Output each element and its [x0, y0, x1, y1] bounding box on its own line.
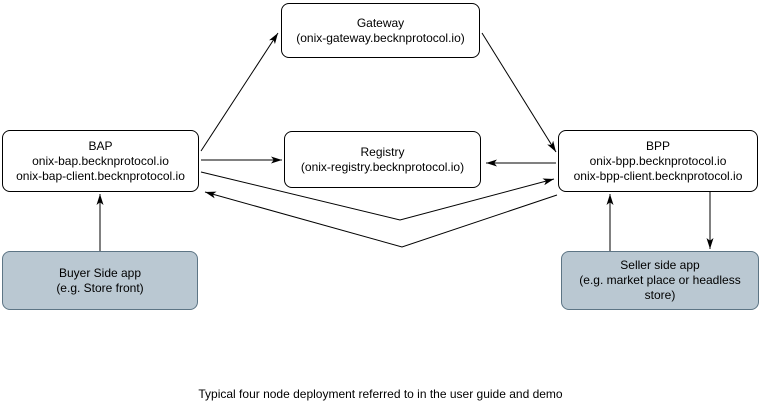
node-gateway: Gateway (onix-gateway.becknprotocol.io) [281, 3, 480, 58]
node-buyer-side-app: Buyer Side app (e.g. Store front) [2, 251, 198, 310]
node-gateway-title: Gateway [356, 15, 405, 30]
node-buyer-app-example: (e.g. Store front) [56, 280, 144, 295]
node-seller-app-title: Seller side app [620, 258, 700, 272]
diagram-caption: Typical four node deployment referred to… [198, 387, 563, 401]
node-bap-host: onix-bap.becknprotocol.io [32, 153, 169, 168]
node-registry-host: (onix-registry.becknprotocol.io) [300, 159, 465, 174]
node-registry-title: Registry [360, 144, 405, 159]
node-bpp: BPP onix-bpp.becknprotocol.io onix-bpp-c… [558, 130, 758, 192]
node-gateway-host: (onix-gateway.becknprotocol.io) [296, 30, 465, 45]
edge-bap-to-bpp [200, 171, 555, 221]
node-bpp-client-host: onix-bpp-client.becknprotocol.io [573, 168, 743, 183]
edge-bpp-to-bap [204, 191, 558, 248]
node-bpp-host: onix-bpp.becknprotocol.io [589, 153, 727, 168]
node-seller-side-app: Seller side app (e.g. market place or he… [561, 251, 759, 310]
node-buyer-app-title: Buyer Side app [58, 265, 142, 280]
node-bap: BAP onix-bap.becknprotocol.io onix-bap-c… [2, 130, 199, 192]
node-seller-app-example: (e.g. market place or headless store) [579, 273, 741, 302]
edge-gateway-to-bpp [481, 32, 557, 153]
node-bap-title: BAP [88, 138, 113, 153]
node-bpp-title: BPP [645, 138, 670, 153]
node-bap-client-host: onix-bap-client.becknprotocol.io [16, 168, 185, 183]
edge-bap-to-gateway [200, 32, 279, 152]
node-registry: Registry (onix-registry.becknprotocol.io… [284, 131, 481, 188]
